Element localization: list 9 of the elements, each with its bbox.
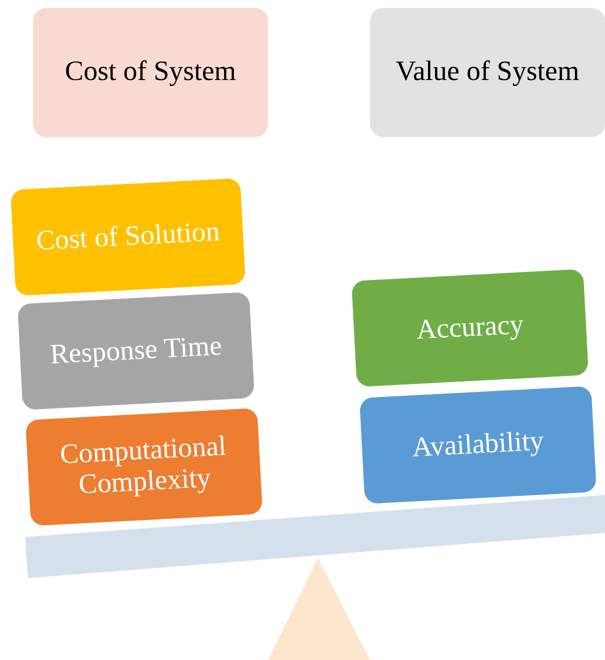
box-label: Response Time (49, 331, 223, 371)
box-label: Computational Complexity (58, 430, 228, 502)
box-label: Accuracy (416, 310, 524, 346)
box-label: Availability (411, 426, 545, 464)
box-label: Cost of System (64, 57, 236, 88)
box-label: Value of System (396, 57, 580, 88)
box-label: Cost of Solution (36, 216, 220, 258)
value-box (370, 8, 605, 137)
cost-box (33, 8, 268, 137)
